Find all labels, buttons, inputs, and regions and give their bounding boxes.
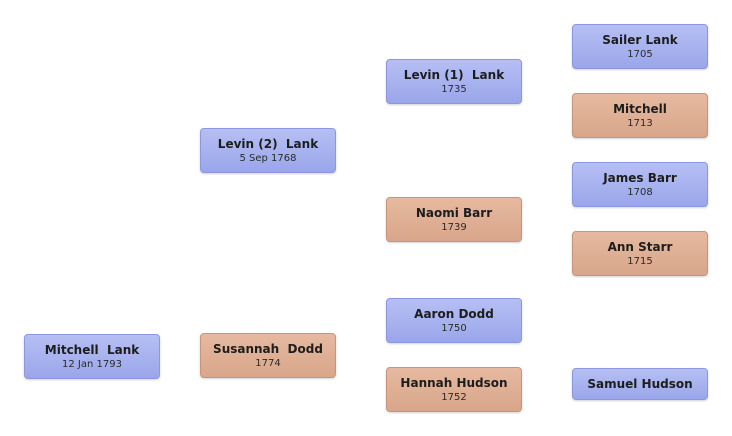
person-card-mitchell-lank[interactable]: Mitchell Lank 12 Jan 1793 [24, 334, 160, 379]
person-date: 1735 [441, 83, 467, 95]
person-date: 1774 [255, 357, 281, 369]
person-card-sailer-lank[interactable]: Sailer Lank 1705 [572, 24, 708, 69]
person-date: 1705 [627, 48, 653, 60]
person-name: Levin (1) Lank [403, 67, 505, 82]
person-card-aaron-dodd[interactable]: Aaron Dodd 1750 [386, 298, 522, 343]
person-date: 1715 [627, 255, 653, 267]
person-name: Samuel Hudson [587, 376, 693, 391]
person-name: Hannah Hudson [400, 375, 508, 390]
person-name: James Barr [603, 170, 677, 185]
person-date: 1752 [441, 391, 467, 403]
person-card-hannah-hudson[interactable]: Hannah Hudson 1752 [386, 367, 522, 412]
person-date: 1708 [627, 186, 653, 198]
person-card-levin-1-lank[interactable]: Levin (1) Lank 1735 [386, 59, 522, 104]
person-name: Levin (2) Lank [217, 136, 319, 151]
person-name: Susannah Dodd [213, 341, 323, 356]
person-name: Ann Starr [607, 239, 673, 254]
person-name: Sailer Lank [602, 32, 678, 47]
person-name: Mitchell Lank [44, 342, 140, 357]
person-card-levin-2-lank[interactable]: Levin (2) Lank 5 Sep 1768 [200, 128, 336, 173]
person-card-james-barr[interactable]: James Barr 1708 [572, 162, 708, 207]
person-date: 1739 [441, 221, 467, 233]
person-name: Naomi Barr [415, 205, 493, 220]
person-card-naomi-barr[interactable]: Naomi Barr 1739 [386, 197, 522, 242]
person-card-mitchell[interactable]: Mitchell 1713 [572, 93, 708, 138]
person-date: 1713 [627, 117, 653, 129]
person-date: 12 Jan 1793 [62, 358, 122, 370]
person-date: 1750 [441, 322, 467, 334]
person-card-susannah-dodd[interactable]: Susannah Dodd 1774 [200, 333, 336, 378]
person-name: Aaron Dodd [414, 306, 494, 321]
person-card-samuel-hudson[interactable]: Samuel Hudson [572, 368, 708, 400]
person-date: 5 Sep 1768 [239, 152, 297, 164]
person-card-ann-starr[interactable]: Ann Starr 1715 [572, 231, 708, 276]
person-name: Mitchell [613, 101, 667, 116]
